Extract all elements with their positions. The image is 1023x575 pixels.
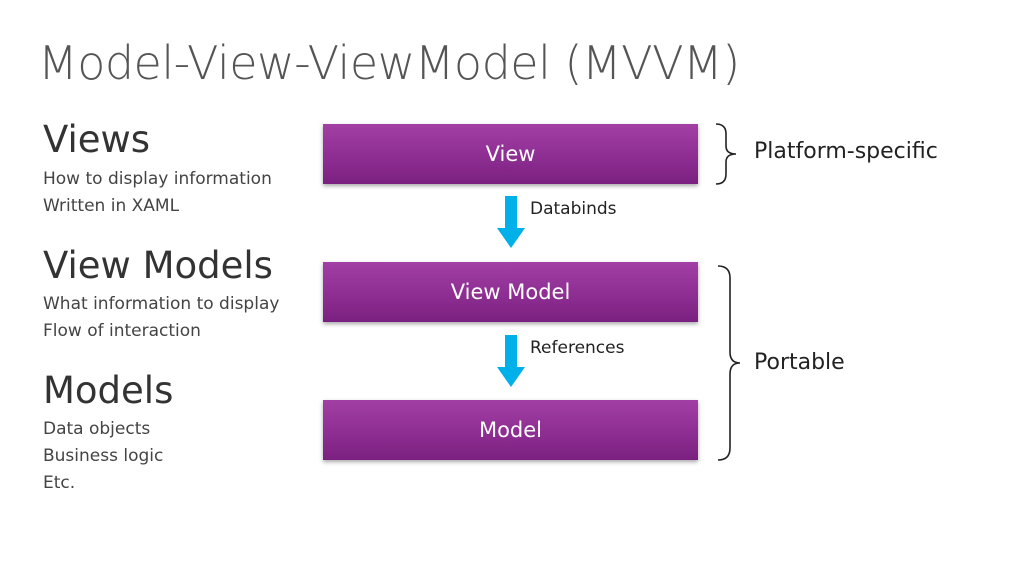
section-line: Flow of interaction [43, 321, 201, 341]
section-view-models: View Models What information to display … [43, 246, 279, 345]
model-box-label: Model [478, 418, 543, 442]
section-line: Business logic [43, 446, 164, 466]
section-line: How to display information [43, 169, 272, 189]
databinds-label: Databinds [530, 199, 617, 219]
slide-title: Model-View-ViewModel (MVVM) [38, 36, 740, 90]
view-box-label: View [485, 142, 536, 166]
references-arrow-icon [497, 335, 525, 387]
databinds-arrow-icon [497, 196, 525, 248]
section-heading: View Models [43, 244, 273, 287]
section-views: Views How to display information Written… [43, 120, 272, 220]
portable-brace-icon [717, 265, 741, 461]
section-line: Etc. [43, 473, 76, 493]
section-models: Models Data objects Business logic Etc. [43, 371, 173, 497]
view-box: View [323, 124, 698, 184]
section-line: What information to display [43, 294, 280, 314]
view-model-box: View Model [323, 262, 698, 322]
section-line: Data objects [43, 419, 151, 439]
platform-specific-label: Platform-specific [754, 139, 938, 164]
section-heading: Models [43, 369, 174, 412]
section-line: Written in XAML [43, 196, 180, 216]
section-heading: Views [43, 118, 151, 161]
platform-specific-brace-icon [715, 123, 737, 185]
references-label: References [530, 338, 625, 358]
model-box: Model [323, 400, 698, 460]
view-model-box-label: View Model [450, 280, 571, 304]
portable-label: Portable [754, 350, 845, 375]
